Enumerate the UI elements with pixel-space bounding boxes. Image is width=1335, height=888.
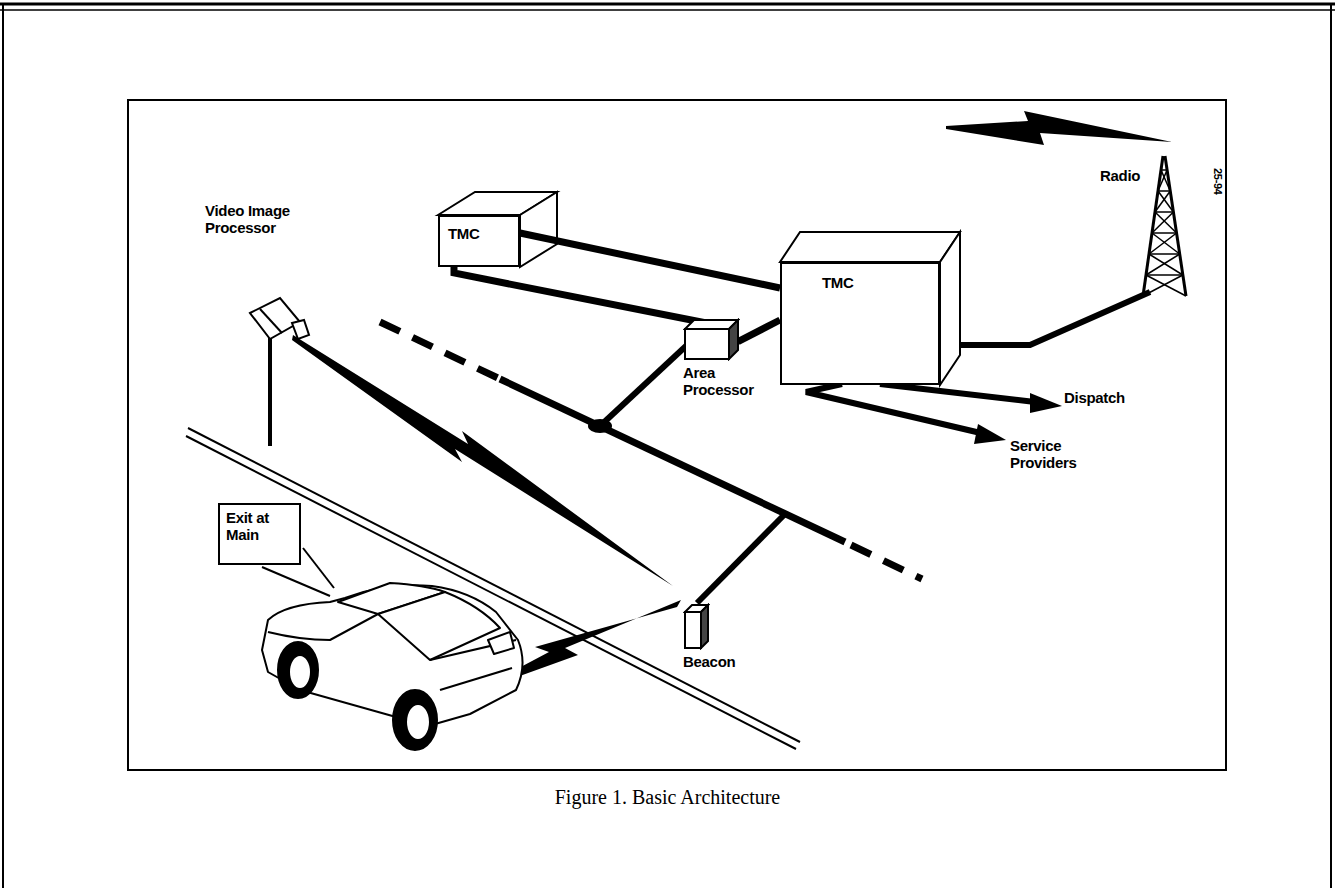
node-label: Exit at Main xyxy=(226,510,293,543)
callout-box: Exit at Main xyxy=(218,503,301,565)
connector-line xyxy=(738,320,780,342)
tmc-box: TMC xyxy=(438,215,520,267)
node-label: Area Processor xyxy=(683,365,767,398)
box-side-face xyxy=(520,192,557,267)
beacon-icon xyxy=(683,603,710,650)
area-processor: Area Processor xyxy=(683,318,767,398)
figure-caption: Figure 1. Basic Architecture xyxy=(0,786,1335,809)
radio-label: Radio xyxy=(1100,168,1140,185)
connector-line xyxy=(454,267,712,324)
tmc-box: TMC xyxy=(780,262,940,385)
beacon: Beacon xyxy=(683,603,753,671)
box-top-face xyxy=(780,232,960,262)
service-providers-label: Service Providers xyxy=(1010,438,1100,471)
connector-line xyxy=(520,233,780,288)
area-processor-icon xyxy=(683,318,740,361)
node-label: Beacon xyxy=(683,654,753,671)
camera-label: Video Image Processor xyxy=(205,203,300,236)
node-label: TMC xyxy=(448,226,480,243)
node-label: TMC xyxy=(822,275,854,292)
figure-code: 25-94 xyxy=(1212,168,1224,195)
box-side-face xyxy=(940,232,960,385)
dispatch-label: Dispatch xyxy=(1064,390,1125,407)
